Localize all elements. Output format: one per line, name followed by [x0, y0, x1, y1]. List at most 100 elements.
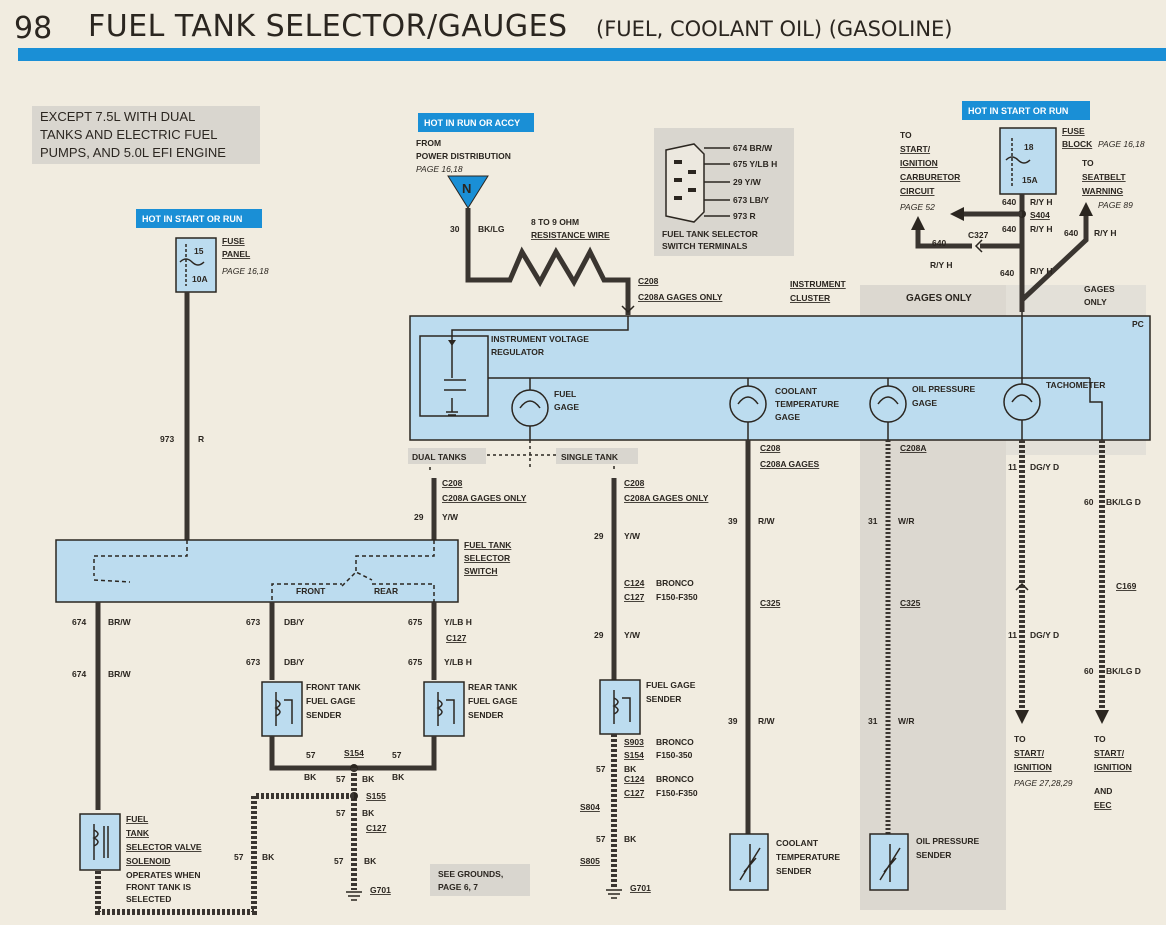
tachometer [1003, 312, 1041, 440]
fuse-element [179, 258, 205, 266]
s804-label: S804 [580, 802, 600, 812]
terminal-675: 675 Y/LB H [733, 159, 777, 169]
c208a-coolant: C208A GAGES [760, 459, 820, 469]
w39-a: 39 [728, 516, 738, 526]
w674-a-color: BR/W [108, 617, 132, 627]
resistance-label1: 8 TO 9 OHM [531, 217, 579, 227]
hot-badge-left-label: HOT IN START OR RUN [142, 214, 242, 224]
coolant-sender-label2: TEMPERATURE [776, 852, 840, 862]
c325-coolant: C325 [760, 598, 781, 608]
w60-b-color: BK/LG D [1106, 666, 1141, 676]
w11-b: 11 [1008, 630, 1017, 640]
w39-a-color: R/W [758, 516, 776, 526]
coolant-gage-label1: COOLANT [775, 386, 818, 396]
tach-feed [1089, 378, 1103, 440]
w60-a: 60 [1084, 497, 1094, 507]
oil-gage-icon [869, 385, 907, 423]
c208a-top: C208A GAGES ONLY [638, 292, 723, 302]
bk-single-b: BK [624, 834, 637, 844]
fuse-panel-label2: PANEL [222, 249, 250, 259]
fuel-tank-selector-switch [55, 539, 459, 603]
dest-carb-5: CIRCUIT [900, 186, 935, 196]
ivr-arrow-icon [448, 340, 456, 346]
terminals-caption1: FUEL TANK SELECTOR [662, 229, 758, 239]
ground-icon-g701-left [346, 891, 362, 901]
w640-a: 640 [1002, 197, 1016, 207]
w29-dual-num: 29 [414, 512, 424, 522]
c127-ground: C127 [366, 823, 387, 833]
w57-sol: 57 [234, 852, 244, 862]
front-sender-label3: SENDER [306, 710, 341, 720]
rear-sender-label3: SENDER [468, 710, 503, 720]
fuse-block-number: 18 [1024, 142, 1034, 152]
w31-b: 31 [868, 716, 878, 726]
pin-2 [674, 178, 682, 182]
terminal-973: 973 R [733, 211, 756, 221]
power-dist-page: PAGE 16,18 [416, 164, 463, 174]
arrow-seatbelt-icon [1079, 202, 1093, 216]
see-grounds-box [430, 864, 530, 896]
c124-single: C124 [624, 578, 645, 588]
fuel-gage-icon [511, 389, 549, 427]
ign1-2: START/ [1014, 748, 1045, 758]
pin-5 [688, 188, 696, 192]
solenoid-note1: OPERATES WHEN [126, 870, 200, 880]
bk-c: BK [362, 774, 375, 784]
s903-label: S903 [624, 737, 644, 747]
page-title: FUEL TANK SELECTOR/GAUGES [88, 9, 568, 44]
tach-coil [1011, 312, 1033, 440]
selector-valve-solenoid [79, 813, 121, 871]
s155-label: S155 [366, 791, 386, 801]
w39-b: 39 [728, 716, 738, 726]
c124-single-b: C124 [624, 774, 645, 784]
w673-b: 673 [246, 657, 260, 667]
voltage-regulator-box [419, 335, 489, 417]
g701-right: G701 [630, 883, 651, 893]
coolant-temp-sender [729, 833, 769, 891]
gages-only-right2: ONLY [1084, 297, 1107, 307]
fuse-panel-label1: FUSE [222, 236, 245, 246]
dest-seatbelt-2: SEATBELT [1082, 172, 1126, 182]
see-grounds-2: PAGE 6, 7 [438, 882, 478, 892]
bk-single-a: BK [624, 764, 637, 774]
wire-640-seatbelt [1020, 214, 1089, 302]
w11-a-color: DG/Y D [1030, 462, 1059, 472]
bk-e: BK [364, 856, 377, 866]
w640-b-color: R/Y H [1030, 224, 1053, 234]
arrow-ign1-icon [1015, 710, 1029, 724]
coolant-gage-label3: GAGE [775, 412, 800, 422]
dest-carb-page: PAGE 52 [900, 202, 935, 212]
from-label: FROM [416, 138, 441, 148]
c127-single: C127 [624, 592, 645, 602]
ivr-element [444, 379, 466, 412]
fuel-gage-coil [519, 378, 541, 440]
coolant-gage [729, 378, 767, 440]
w60-b: 60 [1084, 666, 1094, 676]
s154-label: S154 [344, 748, 364, 758]
except-note-line2: TANKS AND ELECTRIC FUEL [40, 127, 217, 142]
w11-a: 11 [1008, 462, 1017, 472]
bronco-s903: BRONCO [656, 737, 694, 747]
c208a-dual: C208A GAGES ONLY [442, 493, 527, 503]
terminal-673: 673 LB/Y [733, 195, 769, 205]
solenoid-label3: SELECTOR VALVE [126, 842, 202, 852]
wire-973-num: 973 [160, 434, 174, 444]
dest-seatbelt-page: PAGE 89 [1098, 200, 1133, 210]
w673-b-color: DB/Y [284, 657, 305, 667]
solenoid-label2: TANK [126, 828, 150, 838]
coolant-gage-icon [729, 385, 767, 423]
solenoid-label4: SOLENOID [126, 856, 170, 866]
arrow-carb-icon [950, 207, 964, 221]
hot-badge-accy [418, 113, 534, 132]
fuel-gage-label1: FUEL [554, 389, 576, 399]
dest-seatbelt-3: WARNING [1082, 186, 1123, 196]
w31-a-color: W/R [898, 516, 915, 526]
pin-1 [674, 160, 682, 164]
w29-single-num2: 29 [594, 630, 604, 640]
ign1-3: IGNITION [1014, 762, 1052, 772]
oil-gage-label2: GAGE [912, 398, 937, 408]
arrow-c327-icon [911, 216, 925, 230]
w675-a: 675 [408, 617, 422, 627]
terminals-caption2: SWITCH TERMINALS [662, 241, 748, 251]
